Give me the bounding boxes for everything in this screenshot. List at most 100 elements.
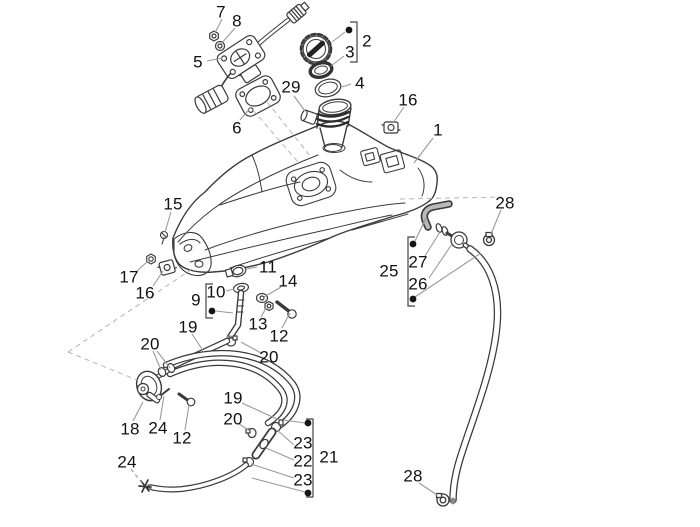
leader-line (418, 482, 438, 496)
cap-gasket (308, 60, 334, 80)
part-callout-12a[interactable]: 12 (269, 326, 289, 346)
leader-dot (304, 489, 312, 497)
leader-line (152, 270, 164, 287)
leader-line (136, 260, 149, 272)
part-callout-10[interactable]: 10 (206, 282, 226, 302)
leader-dot (304, 419, 312, 427)
outlet-tube-part-9 (226, 289, 245, 341)
construction-line (399, 196, 503, 200)
clip-part-28-upper (482, 231, 496, 247)
part-callout-20a[interactable]: 20 (140, 334, 160, 354)
part-callout-3[interactable]: 3 (345, 42, 355, 62)
fuel-tank (172, 120, 438, 277)
part-callout-20b[interactable]: 20 (259, 347, 279, 367)
leader-line (215, 310, 234, 314)
washer-part-14 (255, 292, 269, 304)
part-callout-25[interactable]: 25 (379, 261, 399, 281)
fuel-hose-19-loop (162, 349, 301, 432)
leader-line (214, 18, 223, 34)
part-callout-15[interactable]: 15 (163, 194, 183, 214)
filler-neck (315, 98, 352, 152)
fuel-cap (299, 32, 333, 66)
part-callout-5[interactable]: 5 (193, 52, 203, 72)
leader-line (159, 395, 165, 421)
leader-line (283, 419, 306, 424)
part-callout-11[interactable]: 11 (258, 257, 278, 277)
clip-part-16-left (157, 259, 178, 276)
filler-seal-ring (314, 78, 342, 98)
leader-line (414, 252, 482, 298)
leader-line (220, 27, 236, 45)
part-callout-18[interactable]: 18 (120, 419, 140, 439)
part-callout-6[interactable]: 6 (232, 118, 242, 138)
leader-line (164, 211, 172, 233)
construction-line (67, 351, 138, 381)
part-callout-28b[interactable]: 28 (403, 466, 423, 486)
part-callout-8[interactable]: 8 (232, 11, 242, 31)
part-callout-24a[interactable]: 24 (148, 418, 168, 438)
leader-dot (409, 240, 417, 248)
part-callout-13[interactable]: 13 (248, 314, 268, 334)
leader-line (250, 463, 295, 479)
screw-part-15 (159, 230, 169, 245)
leader-line (206, 57, 223, 62)
part-callout-24b[interactable]: 24 (117, 452, 137, 472)
leader-line (241, 402, 280, 421)
leader-line (240, 341, 262, 354)
part-callout-4[interactable]: 4 (355, 73, 365, 93)
construction-line (266, 101, 312, 158)
clamp-part-20-tap-pair (157, 363, 176, 377)
part-callout-14[interactable]: 14 (278, 271, 298, 291)
part-callout-16a[interactable]: 16 (398, 90, 418, 110)
part-callout-27[interactable]: 27 (408, 252, 428, 272)
fuel-hose-lower (147, 462, 249, 493)
part-callout-12b[interactable]: 12 (172, 428, 192, 448)
annotation-layer (67, 18, 503, 498)
leader-line (281, 312, 291, 329)
part-callout-28a[interactable]: 28 (495, 193, 515, 213)
leader-line (152, 350, 162, 371)
leader-line (238, 423, 251, 432)
leader-dot (409, 295, 417, 303)
construction-line (67, 268, 193, 353)
washer-part-8 (214, 40, 226, 52)
leader-line (246, 266, 258, 270)
leader-line (424, 231, 441, 257)
leader-line (414, 217, 427, 242)
part-callout-29[interactable]: 29 (281, 77, 301, 97)
nut-part-13 (264, 300, 274, 312)
leader-dot (208, 307, 216, 315)
leader-line (225, 288, 235, 292)
leader-line (251, 477, 306, 493)
leader-line (260, 307, 267, 318)
part-callout-2[interactable]: 2 (362, 31, 372, 51)
part-callout-17[interactable]: 17 (119, 267, 139, 287)
group-bracket (407, 236, 415, 307)
part-callout-22[interactable]: 22 (293, 451, 313, 471)
leader-line (239, 106, 252, 121)
part-callout-23b[interactable]: 23 (293, 470, 313, 490)
leader-line (130, 468, 143, 484)
part-callout-9[interactable]: 9 (191, 290, 201, 310)
part-callout-19a[interactable]: 19 (178, 317, 198, 337)
leader-line (184, 404, 190, 431)
sender-float (194, 84, 229, 114)
leader-line (156, 350, 171, 369)
part-callout-21[interactable]: 21 (319, 447, 339, 467)
part-callout-1[interactable]: 1 (433, 120, 443, 140)
part-callout-20c[interactable]: 20 (223, 409, 243, 429)
clamp-part-11 (224, 264, 247, 278)
part-callout-26[interactable]: 26 (408, 274, 428, 294)
bolt-part-12-lower (177, 392, 196, 407)
tank-rear-boss (360, 147, 406, 174)
part-callout-16b[interactable]: 16 (135, 283, 155, 303)
bolt-part-12-upper (275, 300, 297, 319)
part-callout-7[interactable]: 7 (216, 2, 226, 22)
leader-line (490, 209, 502, 235)
tank-front-bracket (173, 231, 212, 277)
part-callout-23a[interactable]: 23 (293, 433, 313, 453)
leader-line (330, 55, 345, 67)
part-callout-19b[interactable]: 19 (223, 388, 243, 408)
